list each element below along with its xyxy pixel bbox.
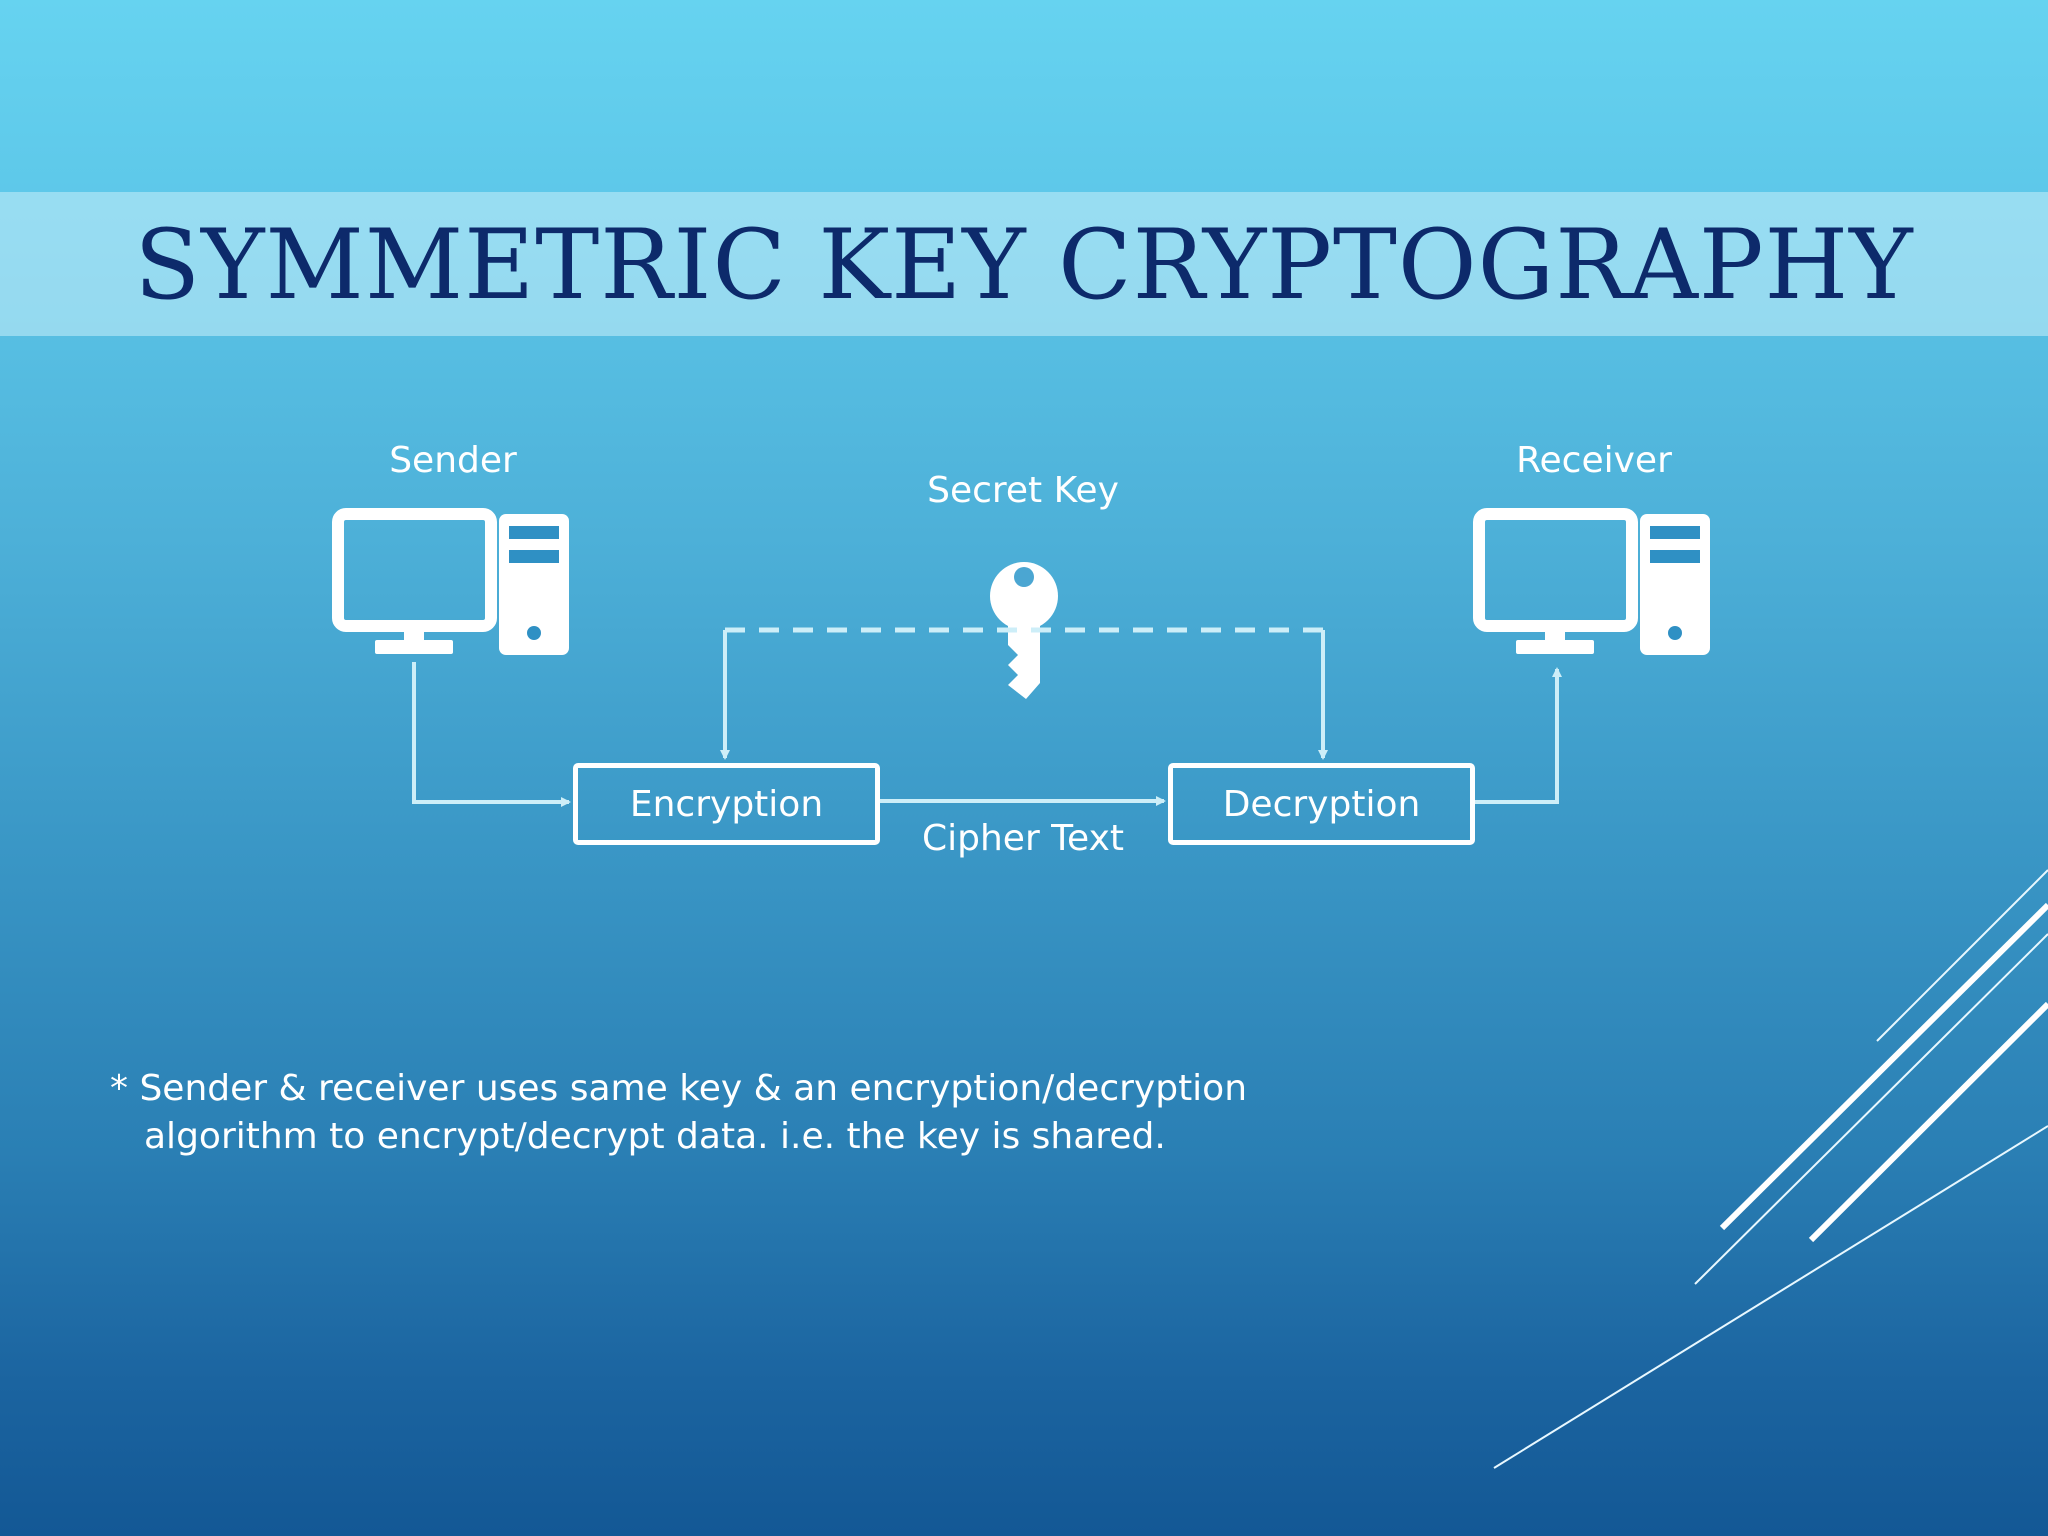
encryption-label: Encryption	[629, 783, 824, 825]
footnote: * Sender & receiver uses same key & an e…	[110, 1065, 1247, 1161]
footnote-line-2: algorithm to encrypt/decrypt data. i.e. …	[144, 1116, 1166, 1157]
slide-title: SYMMETRIC KEY CRYPTOGRAPHY	[134, 209, 1914, 321]
secret-key-label: Secret Key	[927, 470, 1119, 511]
decryption-label: Decryption	[1222, 783, 1421, 825]
cipher-text-label: Cipher Text	[921, 818, 1124, 859]
receiver-label: Receiver	[1516, 440, 1672, 481]
decorative-lines	[1493, 869, 2048, 1469]
sender-label: Sender	[389, 440, 517, 481]
decryption-to-receiver-arrow	[1475, 667, 1562, 804]
sender-computer-icon	[332, 508, 569, 655]
sender-to-encryption-arrow	[412, 662, 571, 807]
footnote-line-1: * Sender & receiver uses same key & an e…	[110, 1068, 1248, 1109]
receiver-computer-icon	[1473, 508, 1710, 655]
title-band	[0, 192, 2048, 336]
encryption-box: Encryption	[573, 763, 880, 845]
key-icon	[990, 562, 1058, 699]
decryption-box: Decryption	[1168, 763, 1475, 845]
